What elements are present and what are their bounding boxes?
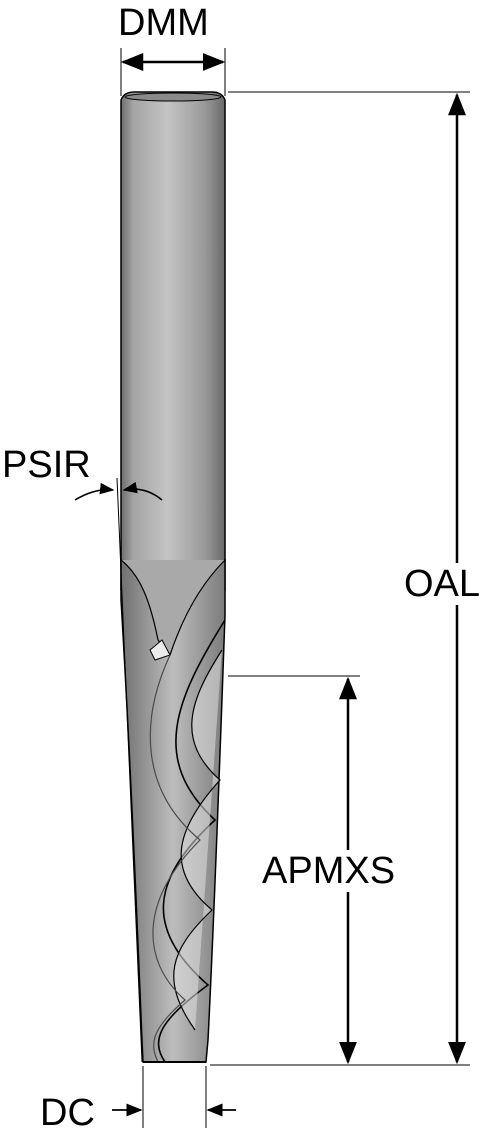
shank <box>120 91 226 591</box>
apmxs-label: APMXS <box>262 850 396 892</box>
dmm-label: DMM <box>118 2 209 44</box>
psir-label: PSIR <box>2 444 91 486</box>
flute-section <box>120 558 226 1063</box>
oal-label: OAL <box>404 563 481 605</box>
psir-angle <box>74 477 163 1063</box>
dmm-dimension <box>120 48 226 96</box>
dc-label: DC <box>40 1092 95 1134</box>
dc-dimension <box>112 1066 236 1128</box>
